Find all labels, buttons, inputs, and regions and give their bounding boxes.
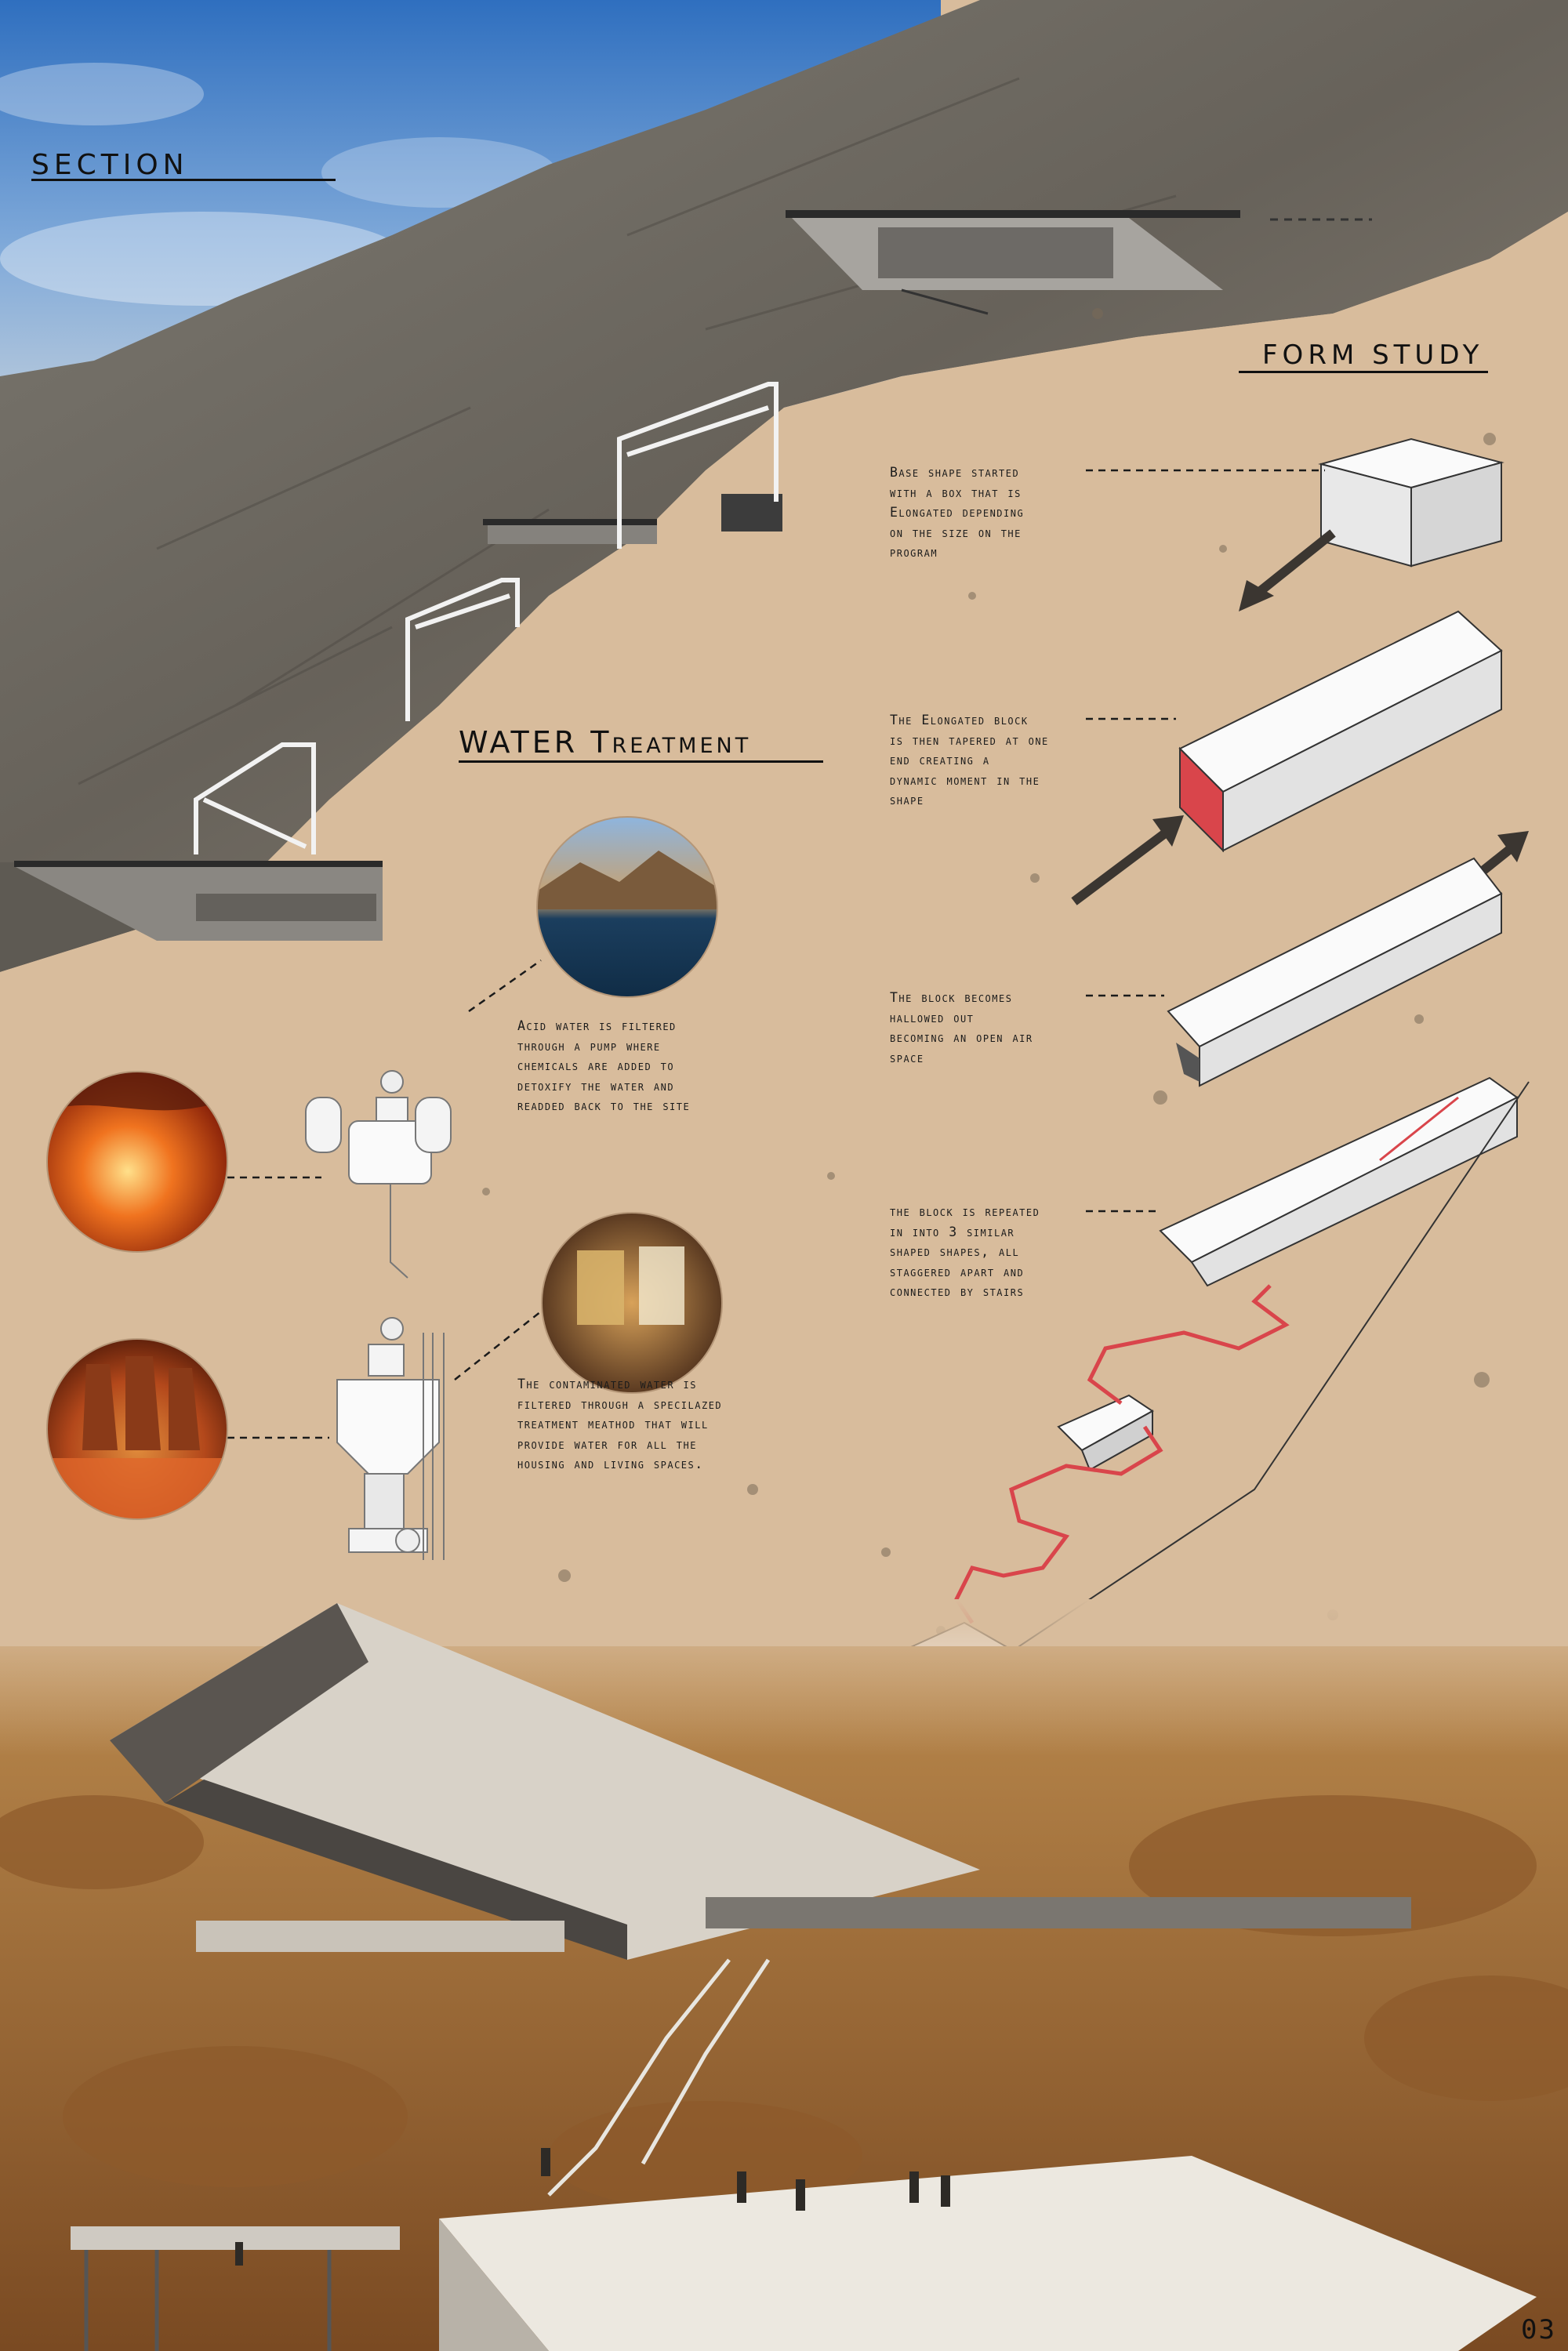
water-treatment-heading: WATER Treatment xyxy=(459,725,823,763)
form-study-heading-text: FORM STUDY xyxy=(1262,339,1484,371)
section-building-top xyxy=(786,210,1372,315)
form-base-box xyxy=(1318,437,1504,568)
photo-mountain-lake xyxy=(537,817,717,997)
note-tapered-block: The Elongated block is then tapered at o… xyxy=(890,713,1049,807)
form-hollowed-block xyxy=(1167,857,1503,1087)
section-heading-rule xyxy=(31,179,336,181)
note-base-shape: Base shape started with a box that is El… xyxy=(890,465,1025,560)
section-building-mid xyxy=(483,494,782,544)
form-elongated-block xyxy=(1178,610,1503,853)
photo-water-glasses xyxy=(542,1213,722,1393)
section-building-low xyxy=(14,861,383,941)
rendered-plaza xyxy=(439,2156,1537,2351)
note-repeated-blocks: the block is repeated in into 3 similar … xyxy=(890,1204,1040,1299)
note-acid-water: Acid water is filtered through a pump wh… xyxy=(517,1018,691,1113)
water-treatment-heading-rule xyxy=(459,760,823,763)
pump-unit-one xyxy=(305,1070,452,1279)
page-number: 03 xyxy=(1521,2314,1556,2346)
note-hollowed-block: The block becomes hallowed out becoming … xyxy=(890,990,1033,1065)
note-contaminated-water: The contaminated water is filtered throu… xyxy=(517,1377,723,1471)
section-heading-text: SECTION xyxy=(31,149,189,181)
water-treatment-heading-text: WATER Treatment xyxy=(459,725,752,760)
form-study-heading-rule xyxy=(1239,371,1488,373)
rendered-main-building xyxy=(110,1603,1411,1960)
form-study-heading: FORM STUDY xyxy=(1239,339,1488,373)
section-heading: SECTION xyxy=(31,149,336,181)
pump-unit-two xyxy=(336,1317,445,1560)
rendered-stairs xyxy=(547,1958,771,2197)
